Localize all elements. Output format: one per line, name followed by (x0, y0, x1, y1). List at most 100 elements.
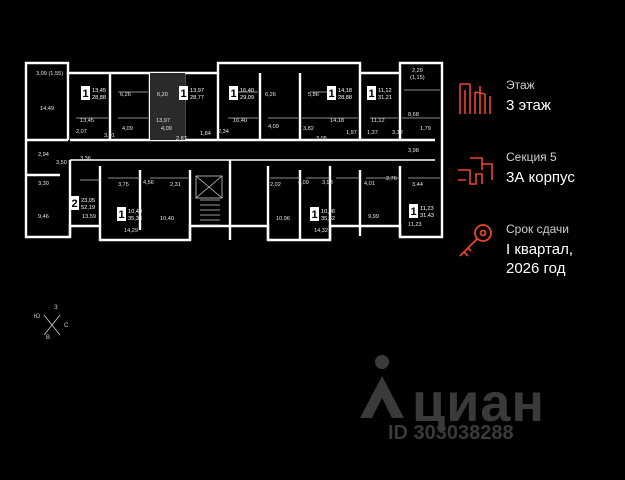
room-area-label: 3,09 (1,55) (36, 71, 63, 77)
apartment-badge-box (70, 196, 79, 210)
room-area-label: 3,36 (80, 156, 91, 162)
floor-plan-walls (24, 61, 444, 242)
apartment-badge-box (367, 86, 376, 100)
section-icon (458, 157, 493, 185)
room-area-label: 3,75 (118, 182, 129, 188)
apartment-rooms: 1 (119, 209, 125, 221)
room-area-label: 1,84 (200, 131, 211, 137)
apartment-rooms: 1 (181, 88, 187, 100)
apartment-badge-box (117, 207, 126, 221)
room-area-label: 3,44 (412, 182, 423, 188)
compass-cross-icon (43, 314, 61, 336)
room-area-label: 3,93 (322, 180, 333, 186)
apartment-living-area: 10,96 (321, 209, 335, 215)
room-area-label: 14,32 (314, 228, 328, 234)
floor-caption: Этаж (506, 78, 535, 92)
room-area-label: 5,86 (308, 92, 319, 98)
highlighted-unit (150, 73, 185, 140)
apartment-badge-box (409, 204, 418, 218)
apartment-living-area: 23,05 (81, 198, 95, 204)
room-area-label: 3,30 (38, 181, 49, 187)
room-area-label: 14,49 (40, 106, 54, 112)
room-area-label: 9,99 (368, 214, 379, 220)
room-area-label: 2,94 (38, 152, 49, 158)
room-area-label: 14,29 (124, 228, 138, 234)
room-area-label: 4,09 (298, 180, 309, 186)
apartment-total-area: 29,09 (240, 95, 254, 101)
inner-partitions (76, 73, 440, 181)
apartment-living-area: 16,40 (240, 88, 254, 94)
room-area-label: 10,40 (160, 216, 174, 222)
apartment-living-area: 13,97 (190, 88, 204, 94)
watermark-id: ID 303038288 (388, 422, 514, 444)
room-area-label: 3,12 (392, 130, 403, 136)
apartment-living-area: 13,45 (92, 88, 106, 94)
compass-e: С (64, 323, 69, 329)
deadline-line2: 2026 год (506, 260, 566, 277)
apartment-total-area: 35,32 (321, 216, 335, 222)
room-area-label: 6,26 (265, 92, 276, 98)
watermark-brand: циан (412, 373, 546, 433)
stairwell (195, 175, 223, 226)
room-area-label: 1,79 (420, 126, 431, 132)
room-area-label: 16,40 (233, 118, 247, 124)
apartment-living-area: 14,18 (338, 88, 352, 94)
apartment-badge-box (179, 86, 188, 100)
room-area-label: 13,59 (82, 214, 96, 220)
room-area-label: 1,37 (367, 130, 378, 136)
apartment-rooms: 2 (72, 198, 78, 210)
floor-value: 3 этаж (506, 97, 551, 114)
compass-w: Ю (34, 314, 41, 320)
apartment-total-area: 52,19 (81, 205, 95, 211)
room-area-label: 2,34 (218, 129, 229, 135)
room-area-label: 4,09 (161, 126, 172, 132)
apartment-total-area: 35,33 (128, 216, 142, 222)
room-area-label: 3,01 (104, 133, 115, 139)
compass-s: В (46, 335, 51, 341)
room-area-label: 6,20 (157, 92, 168, 98)
apartment-badge-box (310, 207, 319, 221)
section-caption: Секция 5 (506, 150, 557, 164)
apartment-living-area: 10,40 (128, 209, 142, 215)
cian-watermark: циан ID 303038288 (350, 352, 590, 452)
apartment-rooms: 1 (411, 206, 417, 218)
deadline-value: I квартал, 2026 год (506, 240, 573, 278)
room-area-label: 3,50 (56, 160, 67, 166)
room-area-label: 2,02 (270, 182, 281, 188)
apartment-rooms: 1 (231, 88, 237, 100)
deadline-line1: I квартал, (506, 241, 574, 258)
room-area-labels: 3,09 (1,55)14,496,2613,456,2013,976,2616… (36, 68, 431, 234)
cian-logo-icon (360, 355, 404, 418)
room-area-label: 4,56 (143, 180, 154, 186)
room-area-label: 1,97 (346, 130, 357, 136)
apartment-total-area: 28,77 (190, 95, 204, 101)
room-area-label: 2,07 (76, 129, 87, 135)
apartment-total-area: 31,43 (420, 213, 434, 219)
room-area-label: 2,29 (412, 68, 423, 74)
room-area-label: 3,05 (316, 136, 327, 142)
room-area-label: 4,01 (364, 181, 375, 187)
room-area-label: 2,31 (170, 182, 181, 188)
room-area-label: 13,45 (80, 118, 94, 124)
room-area-label: 4,09 (268, 124, 279, 130)
apartment-badge-box (327, 86, 336, 100)
room-area-label: 2,76 (386, 176, 397, 182)
room-area-label: 11,23 (408, 222, 422, 228)
apartment-total-area: 28,88 (338, 95, 352, 101)
apartment-badge-box (81, 86, 90, 100)
apartment-total-area: 31,21 (378, 95, 392, 101)
room-area-label: 3,82 (303, 126, 314, 132)
compass: З В Ю С (30, 305, 74, 345)
room-area-label: 13,97 (156, 118, 170, 124)
deadline-caption: Срок сдачи (506, 222, 569, 236)
